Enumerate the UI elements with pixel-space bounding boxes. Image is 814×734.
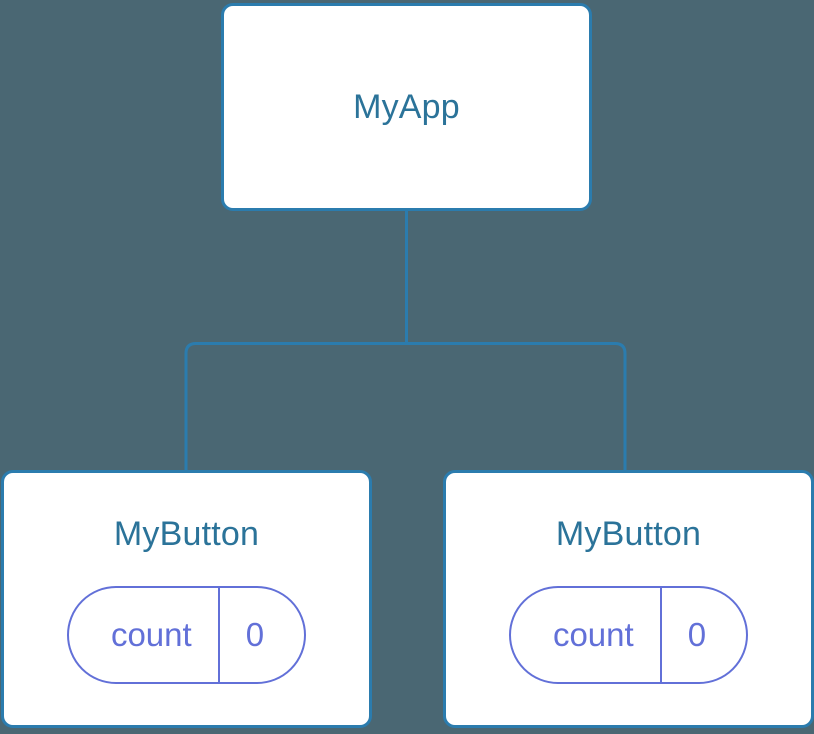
- component-node-mybutton-0[interactable]: MyButton count 0: [1, 470, 372, 728]
- state-pill[interactable]: count 0: [66, 586, 307, 684]
- state-pill-value: 0: [687, 616, 707, 653]
- state-pill-key: count: [552, 616, 634, 653]
- edge-root-to-child-0: [184, 342, 407, 472]
- edge-root-to-child-1: [406, 342, 627, 472]
- component-node-title: MyButton: [555, 515, 702, 553]
- component-node-title: MyButton: [113, 515, 260, 553]
- component-node-mybutton-1[interactable]: MyButton count 0: [443, 470, 814, 728]
- state-pill-divider: [217, 588, 220, 682]
- state-pill-divider: [659, 588, 662, 682]
- state-pill[interactable]: count 0: [508, 586, 749, 684]
- state-pill-value: 0: [245, 616, 265, 653]
- component-node-myapp[interactable]: MyApp: [221, 3, 592, 211]
- component-node-title: MyApp: [353, 87, 460, 126]
- state-pill-key: count: [110, 616, 192, 653]
